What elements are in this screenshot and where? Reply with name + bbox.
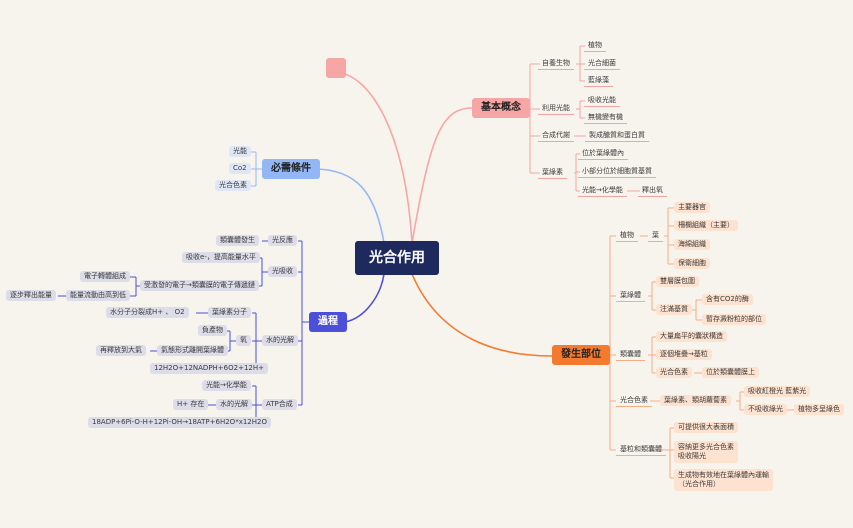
node-stroma[interactable]: 注滿基質 (656, 304, 692, 315)
node-flat-sacs[interactable]: 大量扁平的囊狀構造 (656, 331, 727, 342)
node-site-plant[interactable]: 植物 (616, 230, 638, 242)
node-on-membrane[interactable]: 位於類囊體膜上 (702, 367, 759, 378)
node-inorganic-organic[interactable]: 無機變有機 (584, 112, 627, 124)
node-light-energy[interactable]: 光能 (229, 146, 251, 157)
node-etc[interactable]: 電子轉體組成 (80, 271, 130, 282)
node-large-area[interactable]: 可提供很大表面積 (674, 422, 738, 433)
node-light-absorb[interactable]: 光吸收 (268, 266, 297, 277)
node-chl-carotene[interactable]: 葉綠素、類胡蘿蔔素 (660, 395, 731, 406)
node-guard[interactable]: 保衛細胞 (674, 258, 710, 269)
node-autotroph[interactable]: 自養生物 (538, 58, 574, 70)
node-gas-leave[interactable]: 氣態形式離開葉綠體 (157, 345, 228, 356)
node-split-water[interactable]: 水分子分裂成H+ 、 O2 (106, 307, 189, 318)
node-palisade[interactable]: 柵欄組織（主要） (674, 220, 738, 231)
node-chlorophyll[interactable]: 葉綠素 (538, 167, 567, 179)
node-anabolism[interactable]: 合成代謝 (538, 130, 574, 142)
node-absorb-e[interactable]: 吸收e-，提高能量水平 (182, 252, 260, 263)
node-thylakoid[interactable]: 類囊體 (616, 349, 645, 361)
node-photo-pigment[interactable]: 光合色素 (215, 180, 251, 191)
node-stacked[interactable]: 逐個堆疊→基粒 (656, 349, 712, 360)
node-light-reaction[interactable]: 光反應 (268, 235, 297, 246)
node-no-green[interactable]: 不吸收綠光 (744, 404, 787, 415)
node-excited-e[interactable]: 受激發的電子→類囊膜的電子傳遞鏈 (140, 280, 259, 291)
node-release-air[interactable]: 再釋放到大氣 (96, 345, 146, 356)
node-co2[interactable]: Co2 (229, 163, 251, 174)
node-atp[interactable]: ATP合成 (262, 399, 297, 410)
node-photobacteria[interactable]: 光合細菌 (584, 58, 620, 70)
node-hold-pigments[interactable]: 容納更多光合色素 吸收陽光 (674, 441, 738, 463)
node-chloroplast[interactable]: 葉綠體 (616, 290, 645, 302)
empty-topic-node[interactable] (326, 58, 346, 78)
node-in-cytoplasm[interactable]: 小部分位於細胞質基質 (578, 166, 656, 178)
node-cyanobacteria[interactable]: 藍綠藻 (584, 75, 613, 87)
node-thylakoid-occur[interactable]: 類囊體發生 (216, 235, 259, 246)
node-grana[interactable]: 基粒和類囊體 (616, 444, 666, 456)
node-leaf[interactable]: 葉 (648, 230, 663, 242)
node-main-organ[interactable]: 主要器官 (674, 202, 710, 213)
node-plant[interactable]: 植物 (584, 40, 606, 52)
node-make-sugar[interactable]: 製成醣質和蛋白質 (585, 130, 649, 142)
node-absorb-red-blue[interactable]: 吸收紅橙光 藍紫光 (744, 386, 811, 397)
node-in-chloroplast[interactable]: 位於葉綠體內 (578, 148, 628, 160)
node-h-exist[interactable]: H+ 存在 (173, 399, 209, 410)
node-starch[interactable]: 暫存澱粉粒的部位 (702, 314, 766, 325)
node-sponge[interactable]: 海綿組織 (674, 239, 710, 250)
node-gradual-release[interactable]: 逐步釋出能量 (6, 290, 56, 301)
node-oxygen[interactable]: 氧 (236, 335, 251, 346)
node-light-chem[interactable]: 光能→化學能 (202, 380, 251, 391)
node-pigment[interactable]: 光合色素 (656, 367, 692, 378)
branch-basic-concept[interactable]: 基本概念 (472, 98, 530, 118)
branch-conditions[interactable]: 必需條件 (262, 159, 320, 179)
branch-site[interactable]: 發生部位 (552, 345, 610, 365)
node-absorb-light[interactable]: 吸收光能 (584, 95, 620, 107)
root-node[interactable]: 光合作用 (355, 241, 439, 275)
node-contains-co2[interactable]: 含有CO2的酶 (702, 294, 753, 305)
branch-process[interactable]: 過程 (309, 312, 347, 332)
node-equation-2[interactable]: 18ADP+6Pi-O-H+12Pi-OH→18ATP+6H2O*x12H2O (88, 417, 271, 428)
node-plant-green[interactable]: 植物多呈綠色 (794, 404, 844, 415)
node-byproduct[interactable]: 負產物 (198, 325, 227, 336)
node-water-split[interactable]: 水的光解 (262, 335, 298, 346)
node-equation-1[interactable]: 12H2O+12NADPH+6O2+12H+ (150, 363, 268, 374)
node-energy-flow[interactable]: 能量流動由高到低 (66, 290, 130, 301)
node-light-to-chem[interactable]: 光能→化學能 (578, 185, 627, 197)
node-products-move[interactable]: 生成物有效地在葉綠體內運輸 （光合作用） (674, 469, 773, 491)
node-water-photolysis[interactable]: 水的光解 (216, 399, 252, 410)
node-pigment-2[interactable]: 光合色素 (616, 395, 652, 407)
node-chlorophyll-molecule[interactable]: 葉綠素分子 (208, 307, 251, 318)
node-release-o2[interactable]: 釋出氧 (638, 185, 667, 197)
node-use-light[interactable]: 利用光能 (538, 103, 574, 115)
node-double-membrane[interactable]: 雙層膜包圍 (656, 276, 699, 287)
